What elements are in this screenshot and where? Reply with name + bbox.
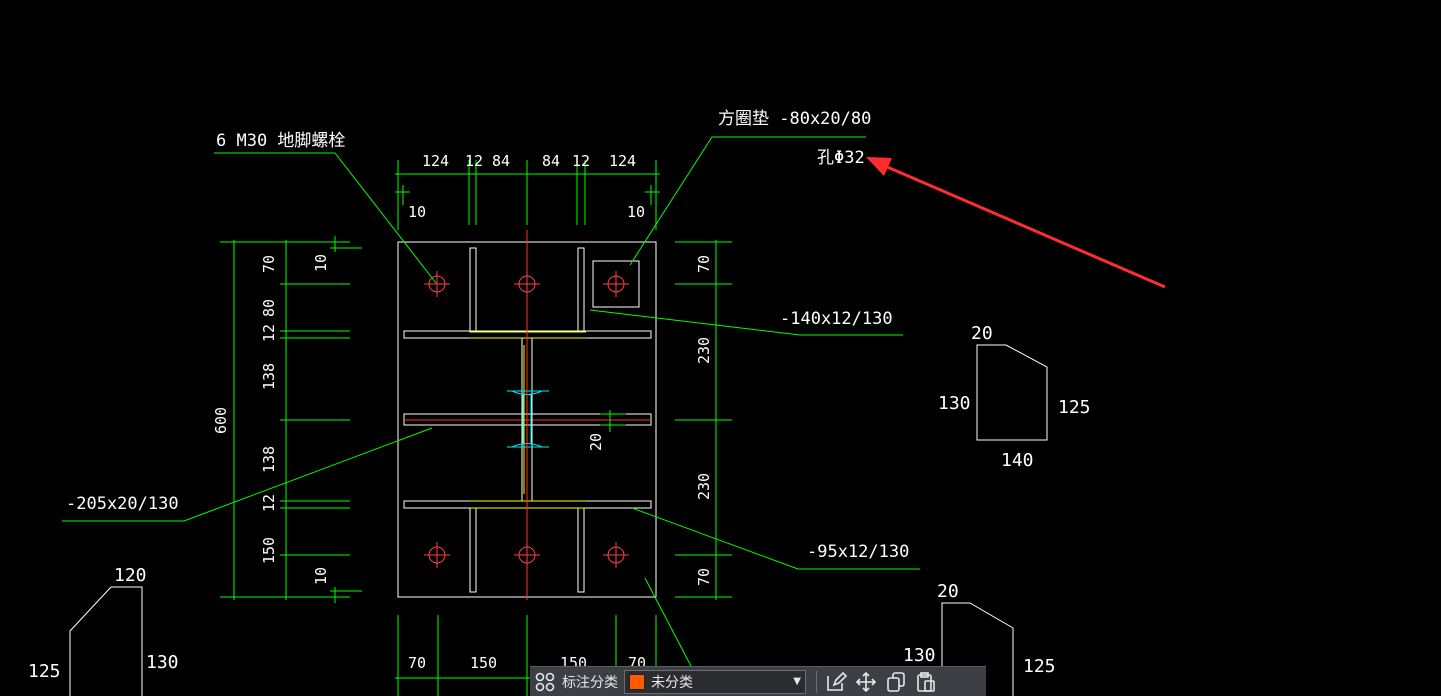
dim-text: 138 (260, 363, 278, 390)
dim-text: 70 (408, 654, 426, 672)
dim-text: 70 (260, 255, 278, 273)
label-hole: 孔Φ32 (817, 148, 865, 168)
dim-text: 230 (695, 337, 713, 364)
detail-dim: 130 (903, 645, 936, 666)
column-section-symbol (507, 390, 549, 448)
grid-icon[interactable] (530, 668, 560, 696)
move-icon[interactable] (851, 668, 881, 696)
copy-icon[interactable] (881, 668, 911, 696)
dim-text: 10 (312, 254, 330, 272)
detail-dim: 120 (114, 565, 147, 586)
annotation-toolbar: 标注分类 未分类 ▼ (530, 666, 986, 696)
paste-icon[interactable] (911, 668, 941, 696)
dim-text: 150 (260, 537, 278, 564)
dim-text: 150 (470, 654, 497, 672)
dim-text: 70 (695, 568, 713, 586)
detail-dim: 130 (938, 393, 971, 414)
detail-dim: 125 (1023, 656, 1056, 677)
label-square-washer: 方圈垫 -80x20/80 (718, 109, 871, 129)
detail-dim: 130 (146, 652, 179, 673)
stiffener-plate (577, 507, 585, 593)
dim-text: 124 (422, 152, 449, 170)
stiffener-plate (469, 507, 477, 593)
label-stiffener-top: -140x12/130 (780, 309, 893, 329)
leader-line (62, 427, 433, 522)
anchor-bolt-symbol (603, 271, 629, 297)
anchor-bolt-symbol (603, 542, 629, 568)
anchor-bolt-symbol (514, 542, 540, 568)
dim-text: 12 (260, 324, 278, 342)
dim-text: 10 (408, 203, 426, 221)
stiffener-plate (577, 247, 585, 333)
annotation-arrow (884, 164, 1166, 289)
dim-text: 12 (572, 152, 590, 170)
detail-plate-bottom-left (69, 586, 143, 696)
dim-text: 12 (465, 152, 483, 170)
dim-text: 12 (260, 494, 278, 512)
leader-line (589, 309, 903, 336)
label-stiffener-bottom: -95x12/130 (807, 542, 909, 562)
dim-text: 70 (695, 255, 713, 273)
detail-dim: 125 (28, 661, 61, 682)
dim-text: 80 (260, 299, 278, 317)
detail-plate-right (976, 344, 1048, 441)
dim-text: 138 (260, 446, 278, 473)
detail-dim: 20 (937, 581, 959, 602)
anchor-bolt-symbol (424, 271, 450, 297)
dim-text: 20 (587, 433, 605, 451)
detail-dim: 140 (1001, 450, 1034, 471)
dim-text: 230 (695, 473, 713, 500)
category-select-value: 未分类 (651, 674, 693, 691)
dim-text: 124 (609, 152, 636, 170)
dim-text: 10 (312, 567, 330, 585)
anchor-bolt-symbol (514, 271, 540, 297)
dim-text: 600 (212, 407, 230, 434)
leader-line (631, 507, 920, 570)
leader-line (629, 136, 866, 266)
dim-text: 10 (627, 203, 645, 221)
label-anchor-bolts: 6 M30 地脚螺栓 (216, 131, 345, 151)
category-label: 标注分类 (562, 674, 618, 691)
chevron-down-icon: ▼ (793, 676, 801, 687)
leader-line (214, 152, 437, 284)
detail-plate-bottom-right (941, 602, 1014, 696)
label-rib: -205x20/130 (66, 494, 179, 514)
detail-dim: 20 (971, 323, 993, 344)
edit-icon[interactable] (821, 668, 851, 696)
dim-text: 84 (542, 152, 560, 170)
anchor-bolt-symbol (424, 542, 450, 568)
square-washer (592, 260, 640, 308)
dim-text: 84 (492, 152, 510, 170)
category-color-swatch (629, 673, 645, 690)
toolbar-divider (816, 670, 817, 693)
stiffener-plate (469, 247, 477, 333)
category-select[interactable]: 未分类 ▼ (624, 669, 806, 694)
detail-dim: 125 (1058, 397, 1091, 418)
annotation-arrowhead (866, 157, 892, 176)
